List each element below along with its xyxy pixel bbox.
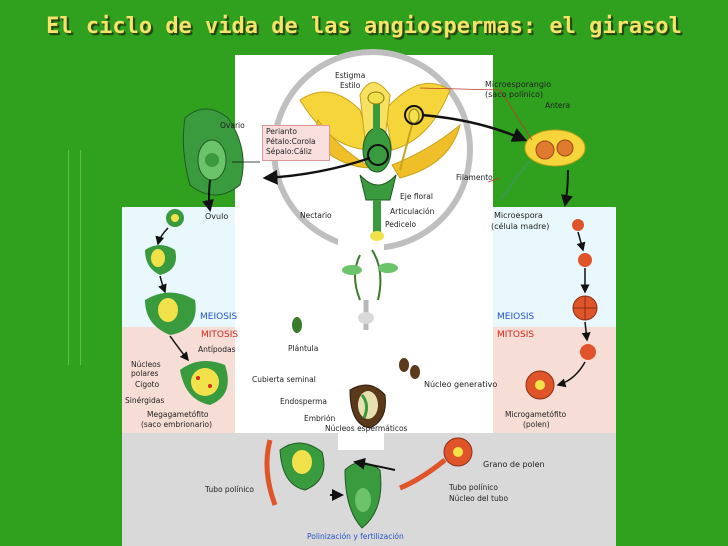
microspore-stages — [525, 219, 598, 400]
label-nucleo-generativo: Núcleo generativo — [424, 380, 498, 389]
label-petalo: Pétalo:Corola — [266, 137, 316, 146]
label-antera: Antera — [545, 101, 571, 110]
ovule-stages — [145, 209, 228, 405]
label-sepalo: Sépalo:Cáliz — [266, 147, 312, 156]
label-nucleo-del-tubo: Núcleo del tubo — [449, 494, 509, 503]
fertilization-art — [264, 437, 473, 529]
ovary-magnified — [182, 108, 244, 196]
slide-title: El ciclo de vida de las angiospermas: el… — [46, 14, 682, 39]
label-endosperma: Endosperma — [280, 397, 327, 406]
label-plantula: Plántula — [288, 344, 319, 353]
label-nucleos-espermaticos: Núcleos espermáticos — [325, 424, 408, 433]
background-stripe — [80, 150, 81, 365]
perianto-box — [262, 125, 330, 161]
label-perianto: Perianto — [266, 127, 297, 136]
label-articulacion: Articulación — [390, 207, 435, 216]
label-tubo-polinico-right: Tubo polínico — [449, 483, 498, 492]
label-microespora: Microespora — [494, 211, 543, 220]
label-saco-polinico: (saco polínico) — [485, 90, 544, 99]
label-sinergidas: Sinérgidas — [125, 396, 165, 405]
label-eje-floral: Eje floral — [400, 192, 433, 201]
label-microsporangio: Microesporangio — [485, 80, 552, 89]
right-mitosis-panel — [493, 327, 616, 433]
label-antipodas: Antípodas — [198, 345, 236, 354]
label-estilo: Estilo — [340, 81, 361, 90]
label-polen: (polen) — [523, 420, 550, 429]
label-ovario: Ovario — [220, 121, 245, 130]
label-microgametofito: Microgametófito — [505, 410, 567, 419]
background-stripe — [68, 150, 69, 365]
label-filamento: Filamento — [456, 173, 493, 182]
label-cubierta-seminal: Cubierta seminal — [252, 375, 316, 384]
label-ovulo: Ovulo — [205, 212, 229, 221]
label-meiosis-right: MEIOSIS — [497, 312, 535, 322]
label-grano-de-polen: Grano de polen — [483, 460, 545, 469]
label-nectario: Nectario — [300, 211, 332, 220]
label-mitosis-left: MITOSIS — [201, 330, 239, 340]
label-celula-madre: (célula madre) — [491, 222, 550, 231]
label-pedicelo: Pedicelo — [385, 220, 417, 229]
label-cigoto: Cigoto — [135, 380, 160, 389]
label-nucleos-polares: Núcleos polares — [131, 360, 161, 378]
label-mitosis-right: MITOSIS — [497, 330, 535, 340]
label-meiosis-left: MEIOSIS — [200, 312, 238, 322]
label-tubo-polinico-left: Tubo polínico — [205, 485, 254, 494]
label-estigma: Estigma — [335, 71, 366, 80]
seedling — [292, 249, 420, 379]
label-saco-embrionario: (saco embrionario) — [141, 420, 212, 429]
label-polinizacion: Polinización y fertilización — [307, 532, 404, 541]
seed — [349, 384, 386, 429]
label-megagametofito: Megagametófito — [147, 410, 209, 419]
anther-magnified — [498, 129, 586, 201]
label-embrion: Embrión — [304, 414, 336, 423]
